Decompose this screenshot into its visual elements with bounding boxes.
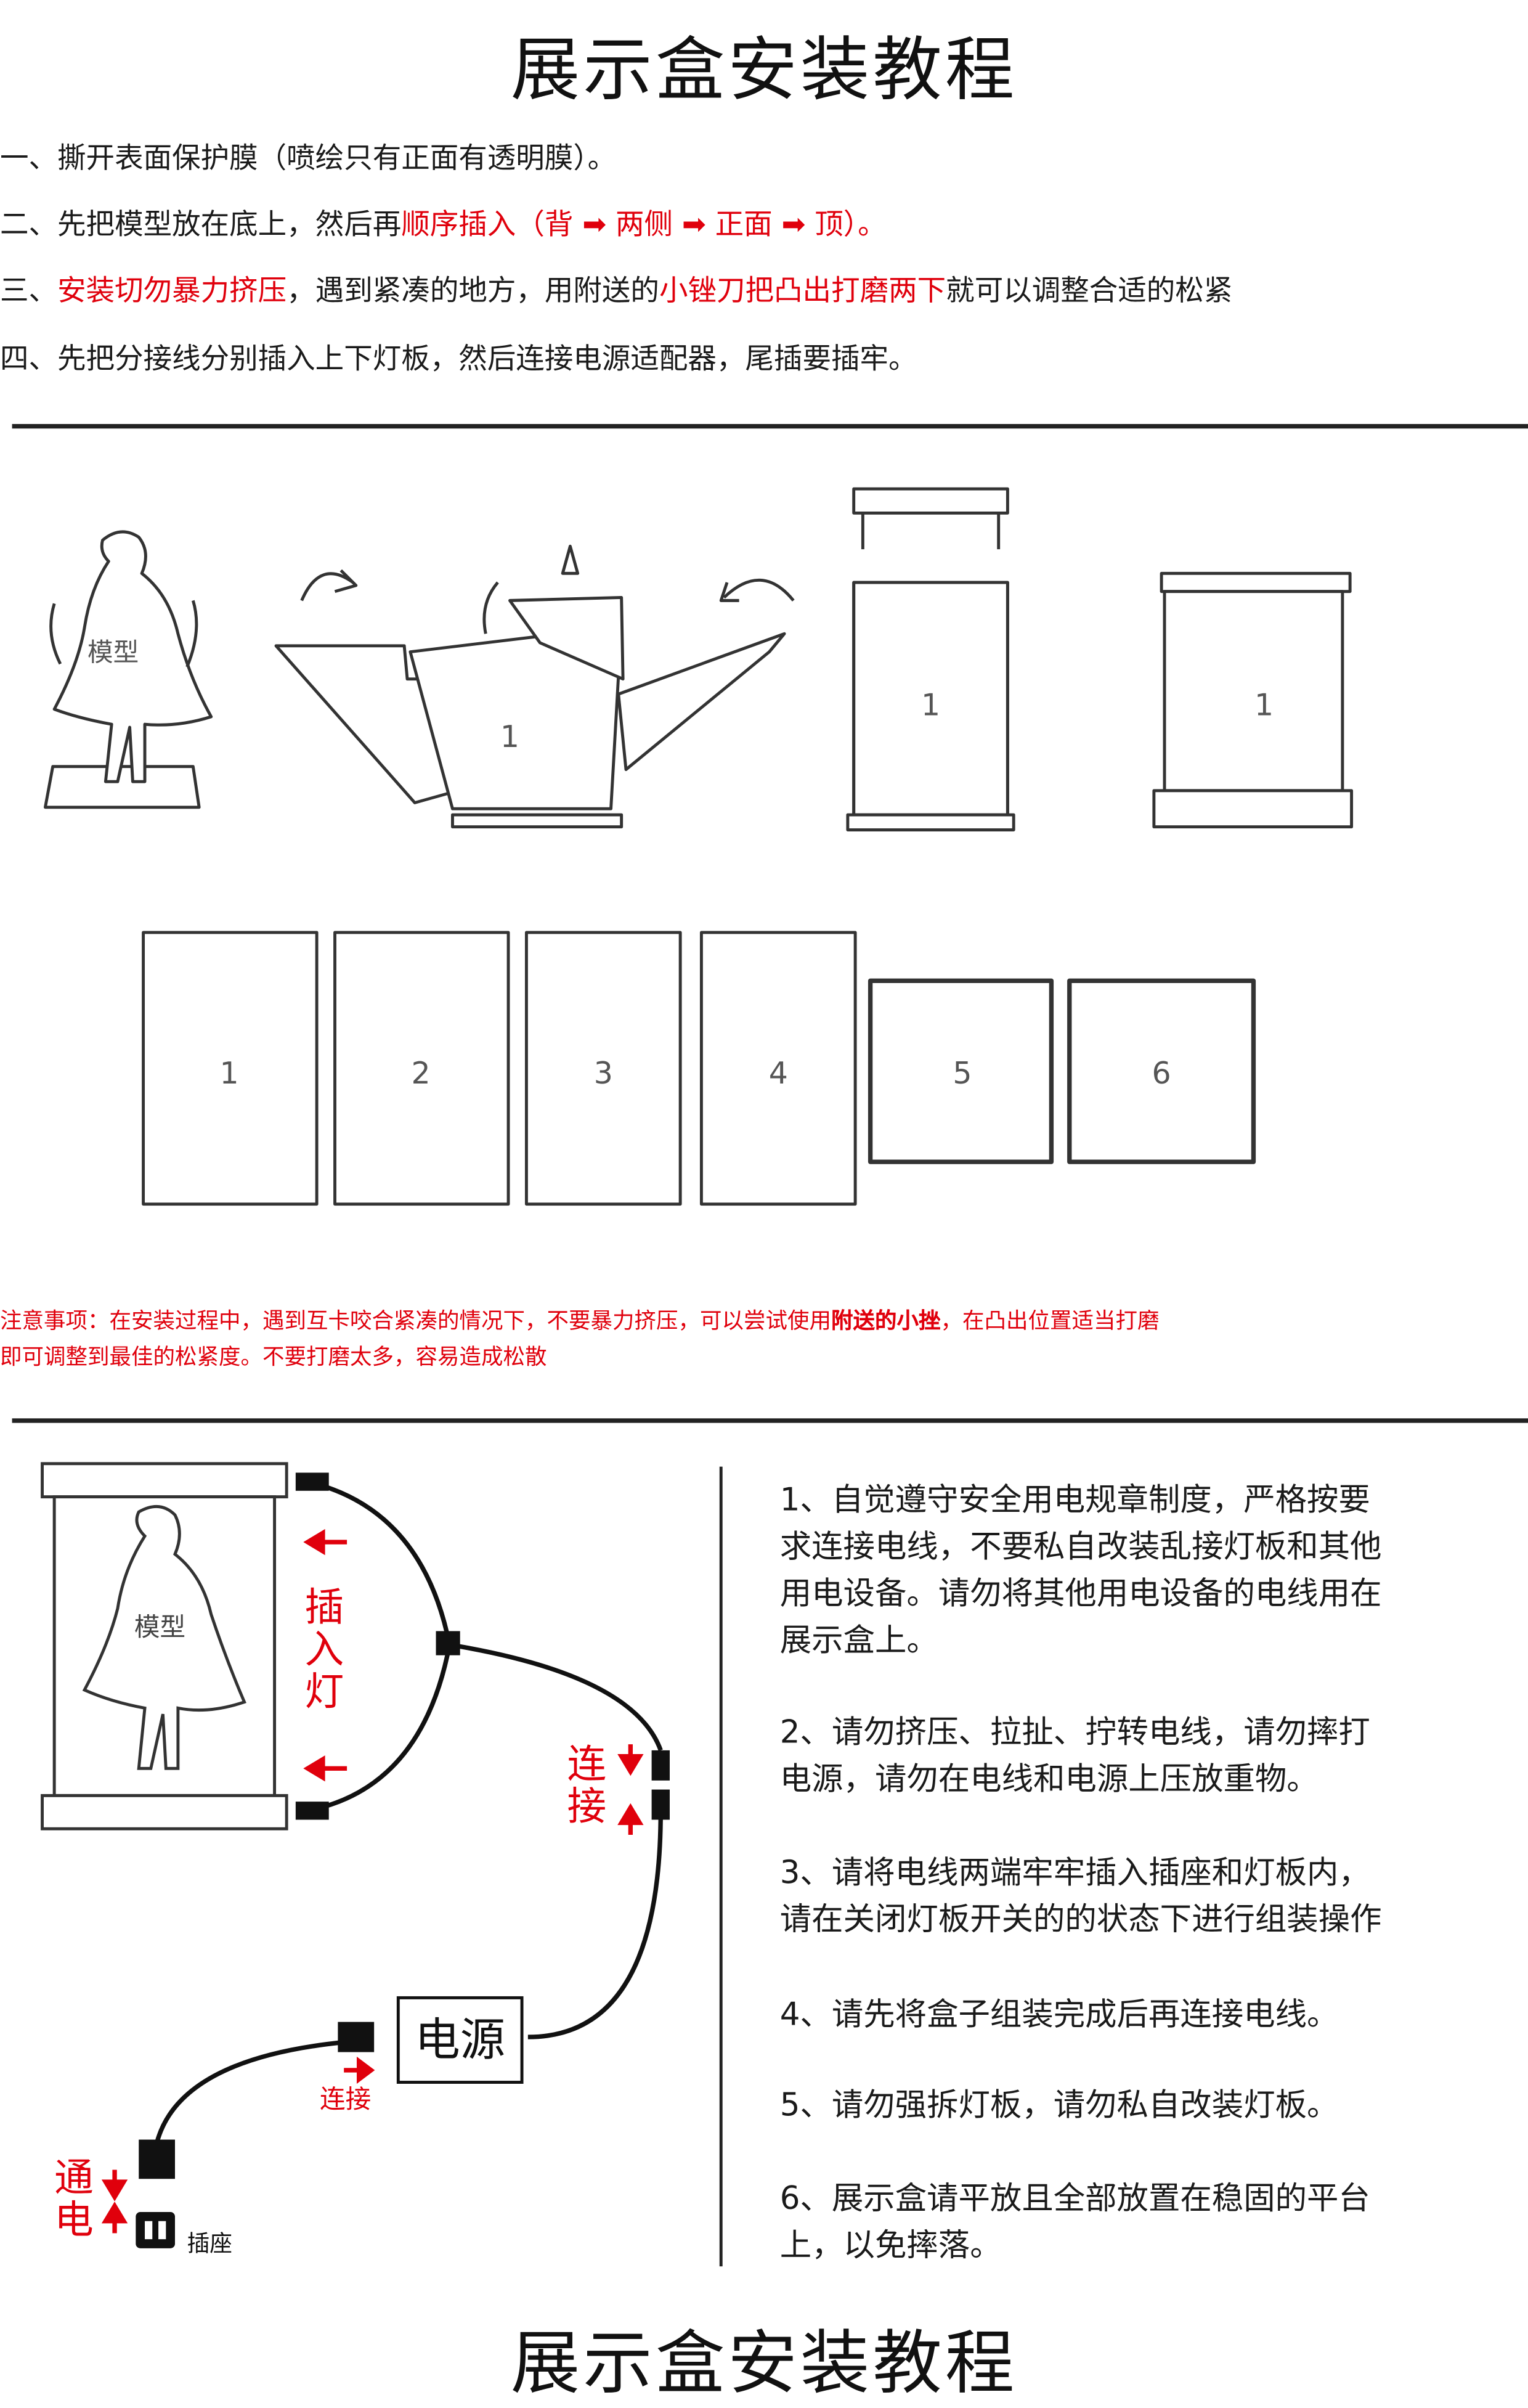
safety-note-1-line: 展示盒上。	[779, 1622, 938, 1659]
socket-label: 插座	[187, 2230, 233, 2258]
safety-note-1-line: 求连接电线，不要私自改装乱接灯板和其他	[779, 1528, 1382, 1565]
assembled-box-label: 1	[1254, 687, 1274, 722]
connect-label: 连接	[567, 1742, 607, 1830]
open-box-illustration	[274, 544, 795, 829]
notice-text-end: ，在凸出位置适当打磨	[940, 1310, 1160, 1334]
arrow-icon: ➡	[781, 208, 806, 242]
step-2-order-top: 顶）。	[815, 208, 887, 242]
step-3-suffix: 就可以调整合适的松紧	[946, 274, 1233, 308]
step-3-prefix: 三、	[0, 274, 58, 308]
step-2-order-front: 正面	[715, 208, 773, 242]
panel-number-6: 6	[1152, 1056, 1171, 1091]
step-1-text: 一、撕开表面保护膜（喷绘只有正面有透明膜）。	[0, 142, 617, 175]
connect-small-label: 连接	[320, 2085, 372, 2116]
insert-lamp-label: 插入灯	[304, 1586, 344, 1716]
connector-bottom	[651, 1789, 670, 1820]
assembled-box-illustration	[1152, 571, 1354, 829]
step-3-mid: ，遇到紧凑的地方，用附送的	[286, 274, 659, 308]
safety-note-6-line: 6、展示盒请平放且全部放置在稳固的平台	[779, 2180, 1370, 2217]
power-plug	[338, 2022, 375, 2052]
safety-note-3-line: 请在关闭灯板开关的的状态下进行组装操作	[779, 1901, 1382, 1938]
page-title-repeat: 展示盒安装教程	[510, 2322, 1018, 2404]
divider-2	[12, 1418, 1528, 1423]
panel-number-5: 5	[953, 1056, 972, 1091]
open-box-label: 1	[500, 719, 519, 754]
notice-text: 注意事项：在安装过程中，遇到互卡咬合紧凑的情况下，不要暴力挤压，可以尝试使用	[0, 1310, 831, 1334]
notice-line-2: 即可调整到最佳的松紧度。不要打磨太多，容易造成松散	[0, 1345, 547, 1370]
wire-to-connector	[449, 1642, 663, 1752]
wire-to-plug	[155, 2038, 372, 2144]
panel-number-4: 4	[769, 1056, 788, 1091]
wall-plug-icon	[139, 2139, 175, 2179]
flat-panels	[142, 931, 1256, 1206]
top-plug	[295, 1472, 329, 1491]
safety-note-1-line: 用电设备。请勿将其他用电设备的电线用在	[779, 1575, 1382, 1612]
safety-note-2-line: 电源，请勿在电线和电源上压放重物。	[779, 1761, 1319, 1797]
safety-note-6-line: 上，以免摔落。	[779, 2227, 1002, 2264]
safety-note-4-line: 4、请先将盒子组装完成后再连接电线。	[779, 1996, 1339, 2033]
step-3: 三、安装切勿暴力挤压，遇到紧凑的地方，用附送的小锉刀把凸出打磨两下就可以调整合适…	[0, 269, 1232, 309]
box-with-lid-illustration	[846, 487, 1015, 831]
safety-note-4: 4、请先将盒子组装完成后再连接电线。	[780, 1992, 1528, 2039]
arrow-icon: ➡	[582, 208, 607, 242]
safety-note-2-line: 2、请勿挤压、拉扯、拧转电线，请勿摔打	[779, 1714, 1370, 1750]
arrow-icon: ➡	[681, 208, 706, 242]
panel-number-2: 2	[411, 1056, 430, 1091]
model-figure-icon	[82, 1504, 246, 1770]
safety-note-3: 3、请将电线两端牢牢插入插座和灯板内， 请在关闭灯板开关的的状态下进行组装操作	[780, 1850, 1528, 1943]
splitter-node	[436, 1631, 460, 1655]
step-4: 四、先把分接线分别插入上下灯板，然后连接电源适配器，尾插要插牢。	[0, 337, 917, 377]
safety-note-2: 2、请勿挤压、拉扯、拧转电线，请勿摔打 电源，请勿在电线和电源上压放重物。	[780, 1710, 1528, 1803]
wire-top	[307, 1479, 452, 1646]
wire-to-power	[527, 1810, 663, 2039]
wiring-diagram: 模型 电源	[41, 1462, 670, 2248]
step-2-text: 二、先把模型放在底上，然后再	[0, 208, 402, 242]
top-lamp-board	[41, 1462, 288, 1499]
notice-emphasis: 附送的小挫	[831, 1310, 941, 1334]
safety-note-1: 1、自觉遵守安全用电规章制度，严格按要 求连接电线，不要私自改装乱接灯板和其他 …	[780, 1477, 1528, 1665]
power-label: 电源	[415, 2014, 505, 2066]
connector-top	[651, 1750, 670, 1781]
safety-note-5: 5、请勿强拆灯板，请勿私自改装灯板。	[780, 2083, 1528, 2129]
lid-box-label: 1	[921, 687, 940, 722]
notice-line-1: 注意事项：在安装过程中，遇到互卡咬合紧凑的情况下，不要暴力挤压，可以尝试使用附送…	[0, 1304, 1159, 1335]
bottom-plug	[295, 1802, 329, 1820]
panel-number-1: 1	[220, 1056, 239, 1091]
safety-note-1-line: 1、自觉遵守安全用电规章制度，严格按要	[779, 1482, 1370, 1518]
step-1: 一、撕开表面保护膜（喷绘只有正面有透明膜）。	[0, 136, 616, 176]
step-3-warning: 安装切勿暴力挤压	[57, 274, 287, 308]
panel-number-3: 3	[594, 1056, 613, 1091]
wire-bottom	[307, 1644, 452, 1813]
page-title: 展示盒安装教程	[510, 28, 1018, 110]
step-3-file-tip: 小锉刀把凸出打磨两下	[659, 274, 946, 308]
power-adapter-box	[396, 1996, 524, 2084]
bottom-lamp-board	[41, 1794, 288, 1830]
step-2-order-start: 顺序插入（背	[401, 208, 574, 242]
column-divider	[719, 1466, 723, 2267]
assembly-diagram: 模型 1 1 1 1 2 3 4 5 6	[43, 487, 1354, 1206]
safety-note-6: 6、展示盒请平放且全部放置在稳固的平台 上，以免摔落。	[780, 2176, 1528, 2269]
step-2: 二、先把模型放在底上，然后再顺序插入（背 ➡ 两侧 ➡ 正面 ➡ 顶）。	[0, 202, 887, 243]
safety-note-5-line: 5、请勿强拆灯板，请勿私自改装灯板。	[779, 2086, 1339, 2123]
model-label: 模型	[134, 1612, 185, 1642]
step-2-order-sides: 两侧	[615, 208, 673, 242]
energize-label: 通电	[54, 2156, 94, 2244]
model-label-top: 模型	[87, 637, 139, 667]
socket-icon	[136, 2212, 175, 2248]
safety-note-3-line: 3、请将电线两端牢牢插入插座和灯板内，	[779, 1854, 1370, 1891]
divider-1	[12, 423, 1528, 429]
model-figure-icon	[43, 530, 213, 809]
step-4-text: 四、先把分接线分别插入上下灯板，然后连接电源适配器，尾插要插牢。	[0, 342, 917, 376]
